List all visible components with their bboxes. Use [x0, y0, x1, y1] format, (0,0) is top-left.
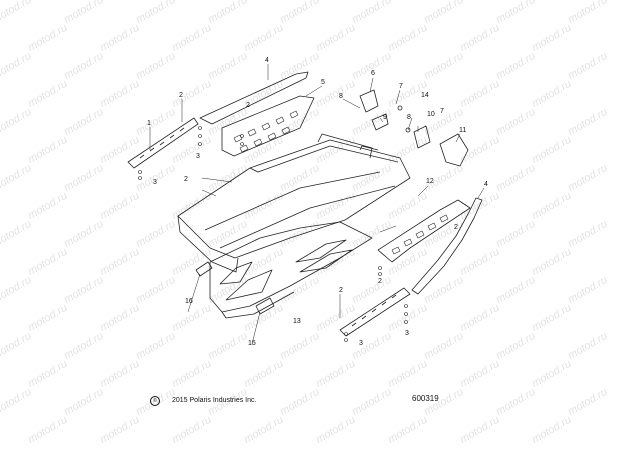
bracket-6	[359, 89, 379, 113]
callout-6: 6	[371, 70, 375, 77]
drawing-number: 600319	[412, 394, 439, 403]
callout-3c: 3	[359, 340, 363, 347]
callout-2f: 2	[339, 287, 343, 294]
callout-12: 12	[426, 178, 434, 185]
traction-strip-left	[127, 117, 199, 169]
callout-7b: 7	[440, 108, 444, 115]
callout-1: 1	[147, 120, 151, 127]
callout-13: 13	[293, 318, 301, 325]
callout-4b: 4	[484, 181, 488, 188]
callout-16: 16	[185, 298, 193, 305]
copyright-notice: © 2015 Polaris Industries Inc.	[150, 396, 256, 406]
callout-5: 5	[321, 79, 325, 86]
callout-2e: 2	[378, 278, 382, 285]
callout-10: 10	[427, 111, 435, 118]
traction-strip-right	[339, 287, 411, 337]
part-16	[195, 261, 213, 277]
part-15	[255, 297, 275, 315]
tunnel-frame	[177, 139, 411, 259]
callout-11: 11	[459, 127, 467, 134]
callout-2d: 2	[454, 224, 458, 231]
callout-2: 2	[179, 92, 183, 99]
callout-14: 14	[421, 92, 429, 99]
toe-rail-upper	[199, 71, 309, 125]
callout-3b: 3	[196, 153, 200, 160]
callout-4: 4	[265, 57, 269, 64]
callout-3: 3	[153, 179, 157, 186]
callout-7: 7	[399, 83, 403, 90]
callout-3d: 3	[405, 330, 409, 337]
callout-2b: 2	[246, 102, 250, 109]
bracket-14	[413, 125, 431, 149]
copyright-text: 2015 Polaris Industries Inc.	[172, 397, 257, 404]
callout-2c: 2	[184, 176, 188, 183]
callout-8b: 8	[407, 114, 411, 121]
foot-panel-right	[377, 199, 471, 263]
bracket-9	[371, 113, 389, 131]
copyright-symbol: ©	[150, 396, 160, 406]
bracket-11	[439, 133, 469, 167]
callout-8: 8	[339, 93, 343, 100]
foot-panel-upper	[221, 95, 315, 157]
callout-9: 9	[383, 114, 387, 121]
toe-rail-lower	[411, 197, 483, 295]
callout-15: 15	[248, 340, 256, 347]
